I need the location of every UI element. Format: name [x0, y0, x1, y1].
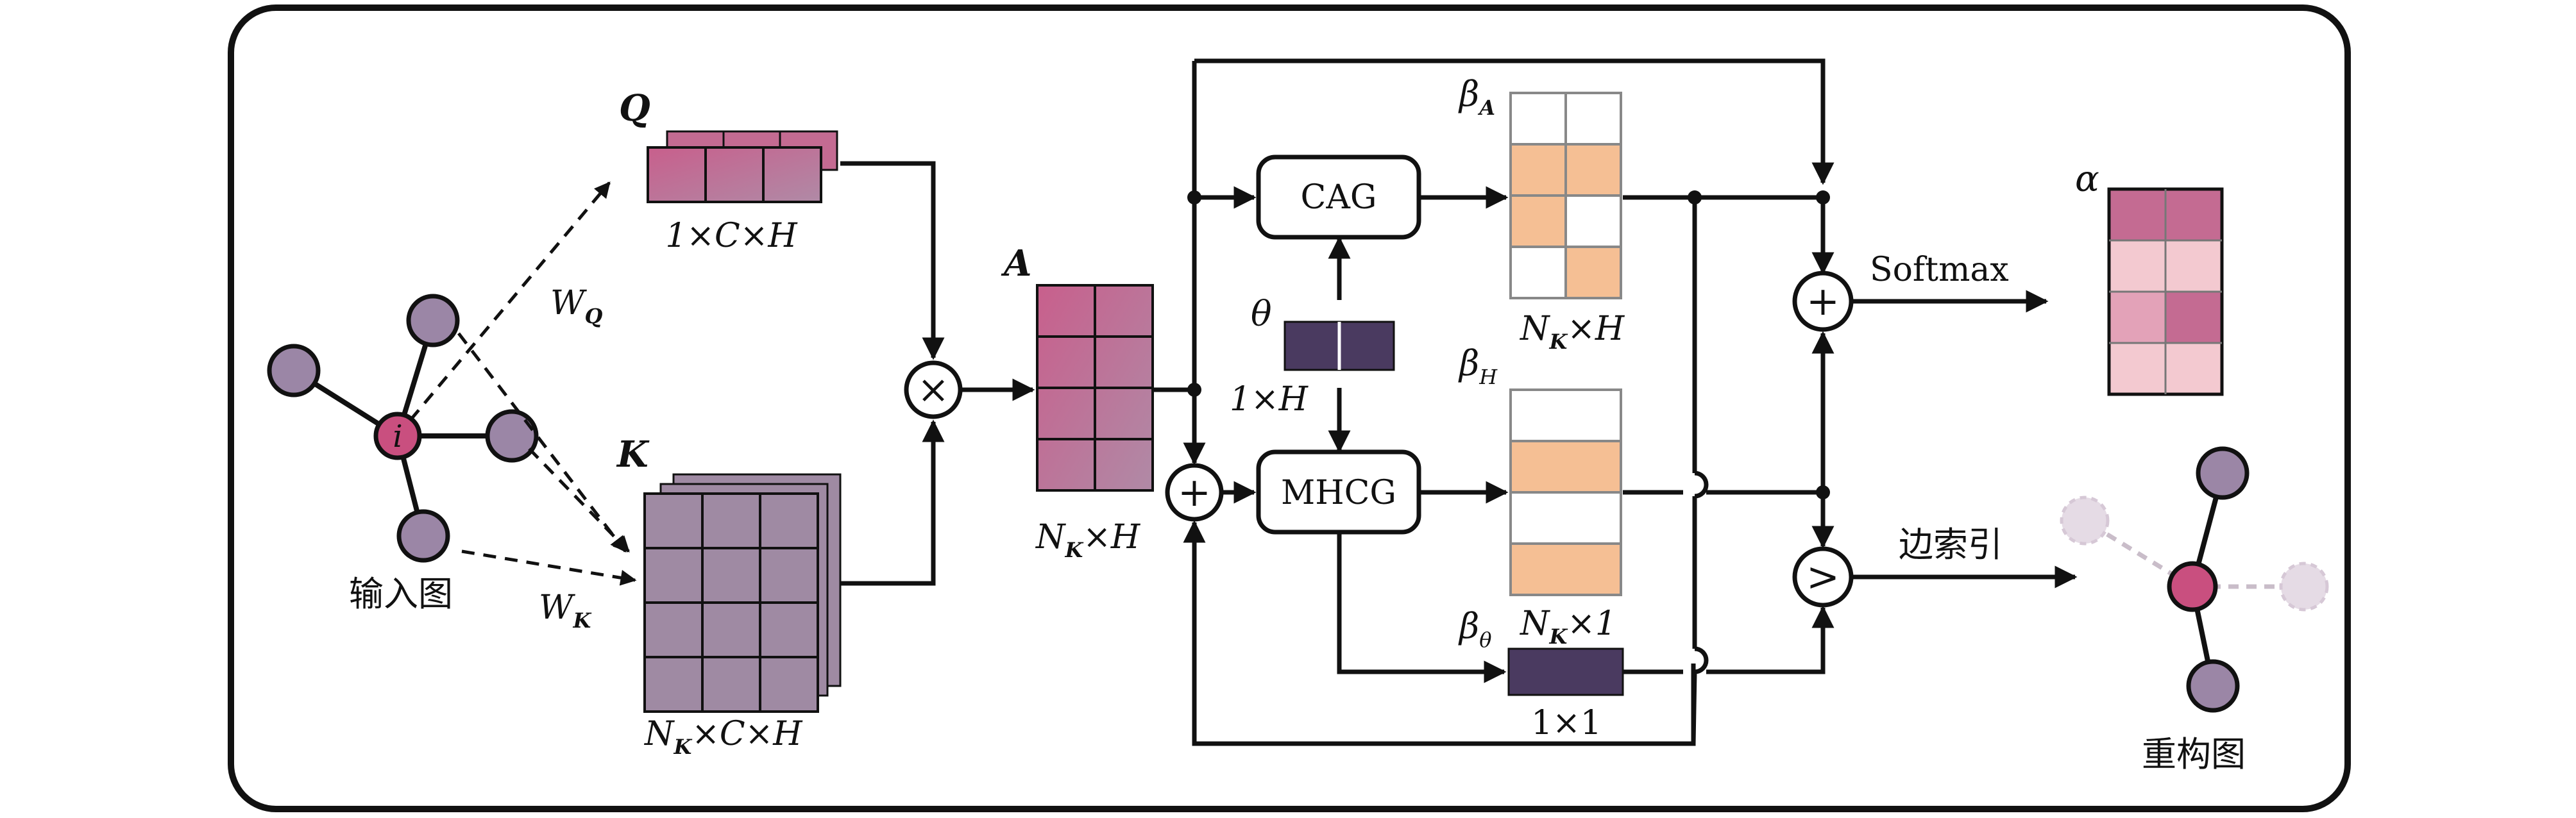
- compare-operator: [1792, 546, 1854, 608]
- theta-label: θ: [1251, 294, 1272, 334]
- beta-theta-scalar: [1507, 647, 1624, 696]
- add-symbol-right: +: [1806, 278, 1840, 324]
- beta-theta-label: βθ: [1458, 606, 1491, 652]
- a-dim-label: NK×H: [1035, 518, 1141, 562]
- beta-h-matrix: [1509, 388, 1622, 596]
- w-q-label: WQ: [550, 284, 602, 328]
- k-tensor: [643, 473, 842, 713]
- ghost-node: [2279, 562, 2329, 612]
- beta-theta-dim-label: 1×1: [1531, 704, 1602, 742]
- k-dim-label: NK×C×H: [643, 715, 803, 759]
- graph-node: [485, 409, 539, 463]
- add-operator-right: [1792, 271, 1854, 332]
- graph-node: [2186, 659, 2240, 713]
- reconstructed-graph: [2060, 446, 2329, 713]
- cag-block: [1256, 154, 1421, 240]
- alpha-matrix: [2107, 187, 2224, 396]
- junction-dots: [1187, 190, 1830, 499]
- outer-frame: [228, 4, 2351, 812]
- alpha-label: α: [2075, 158, 2099, 200]
- input-graph: i 输入图: [267, 294, 539, 614]
- input-graph-label: 输入图: [349, 574, 453, 614]
- projection-arrows: [409, 181, 637, 586]
- w-k-label: WK: [539, 588, 591, 633]
- theta-vector: [1284, 321, 1395, 371]
- a-label: A: [1001, 242, 1031, 285]
- node-i-label: i: [393, 419, 402, 455]
- beta-a-matrix: [1509, 92, 1622, 299]
- k-label: K: [616, 433, 650, 476]
- reconstructed-graph-label: 重构图: [2142, 734, 2246, 774]
- cag-label: CAG: [1301, 178, 1377, 217]
- graph-node: [2196, 446, 2250, 500]
- softmax-label: Softmax: [1870, 251, 2009, 289]
- graph-center-node: [2167, 561, 2218, 612]
- graph-node: [396, 509, 450, 563]
- graph-node: [267, 344, 321, 397]
- multiply-operator: [904, 360, 963, 419]
- ghost-node: [2060, 496, 2110, 546]
- mhcg-label: MHCG: [1281, 474, 1396, 512]
- multiply-symbol: ×: [917, 367, 949, 412]
- graph-node: [406, 294, 460, 347]
- q-dim-label: 1×C×H: [665, 217, 798, 255]
- q-tensor: [647, 130, 838, 203]
- compare-symbol: >: [1806, 553, 1840, 600]
- beta-h-label: βH: [1458, 343, 1498, 389]
- beta-h-dim-label: NK×1: [1519, 605, 1616, 649]
- mhcg-block: [1256, 449, 1421, 535]
- add-symbol: +: [1178, 469, 1211, 515]
- q-label: Q: [619, 87, 650, 129]
- theta-dim-label: 1×H: [1230, 380, 1309, 419]
- beta-a-label: βA: [1458, 74, 1495, 120]
- edge-index-label: 边索引: [1899, 524, 2003, 565]
- graph-center-node: [373, 412, 422, 460]
- beta-a-dim-label: NK×H: [1519, 310, 1625, 354]
- a-tensor: [1036, 284, 1154, 492]
- add-operator: [1165, 463, 1224, 522]
